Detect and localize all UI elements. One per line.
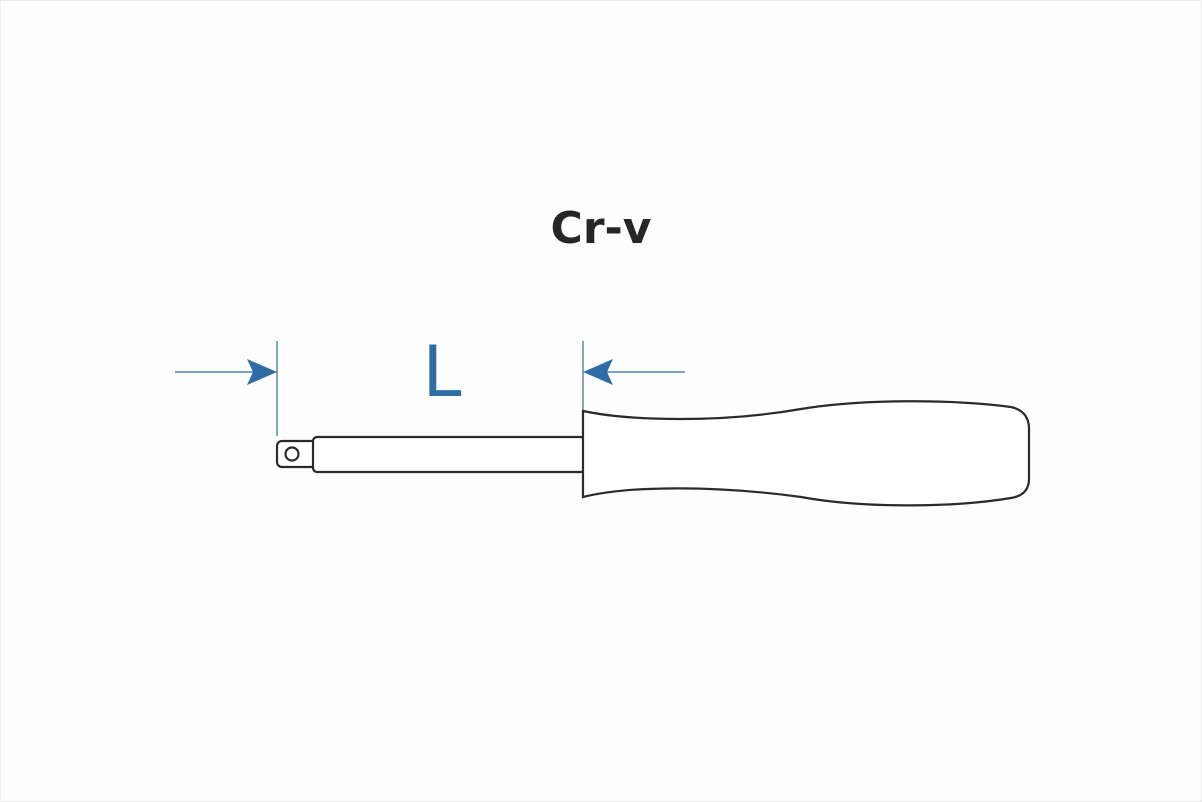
screwdriver bbox=[275, 400, 1031, 507]
dimension-label: L bbox=[423, 331, 462, 413]
handle bbox=[581, 400, 1031, 507]
tip-hole bbox=[284, 446, 300, 462]
arrow-right-icon bbox=[247, 359, 277, 385]
arrow-left-icon bbox=[583, 359, 613, 385]
shaft bbox=[311, 435, 587, 474]
material-title: Cr-v bbox=[551, 203, 652, 254]
dimension-left bbox=[175, 341, 278, 436]
dimension-right bbox=[582, 341, 685, 411]
